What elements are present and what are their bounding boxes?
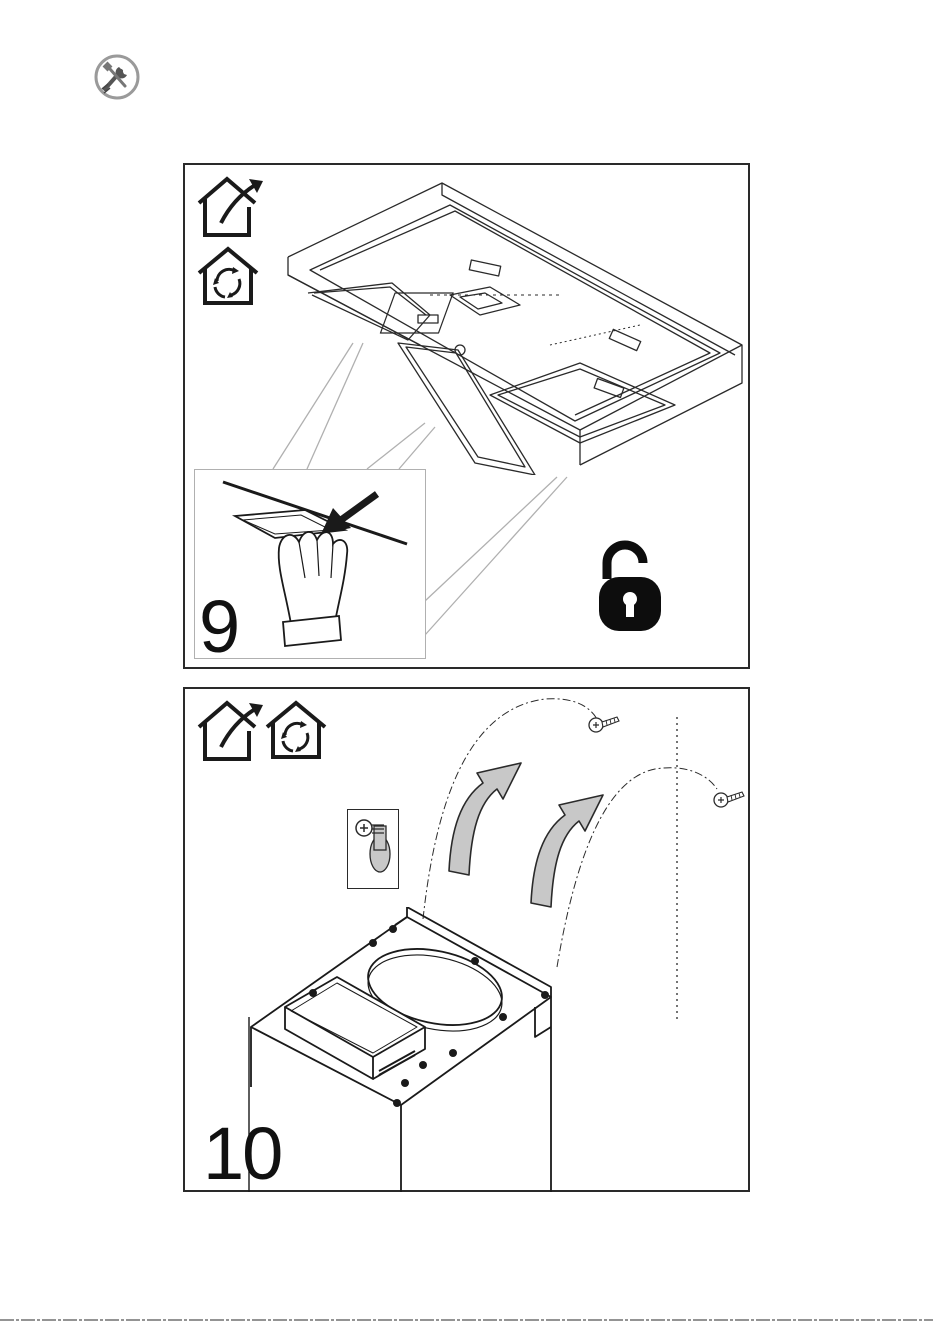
detail-inset: 9 bbox=[194, 469, 426, 659]
push-arrow-icon bbox=[311, 490, 381, 540]
step-9-panel: 9 bbox=[183, 163, 750, 669]
step-number: 9 bbox=[199, 590, 238, 664]
curved-arrow-icon bbox=[443, 759, 527, 877]
unlock-padlock-icon bbox=[597, 539, 663, 633]
step-number: 10 bbox=[203, 1117, 281, 1191]
screw-icon bbox=[712, 786, 746, 812]
step-10-panel: 10 bbox=[183, 687, 750, 1192]
tools-icon bbox=[88, 53, 144, 101]
chimney-box-illustration bbox=[245, 907, 565, 1192]
curved-arrow-icon bbox=[525, 791, 609, 909]
screw-icon bbox=[587, 711, 621, 737]
page-bottom-rule bbox=[0, 1318, 933, 1322]
